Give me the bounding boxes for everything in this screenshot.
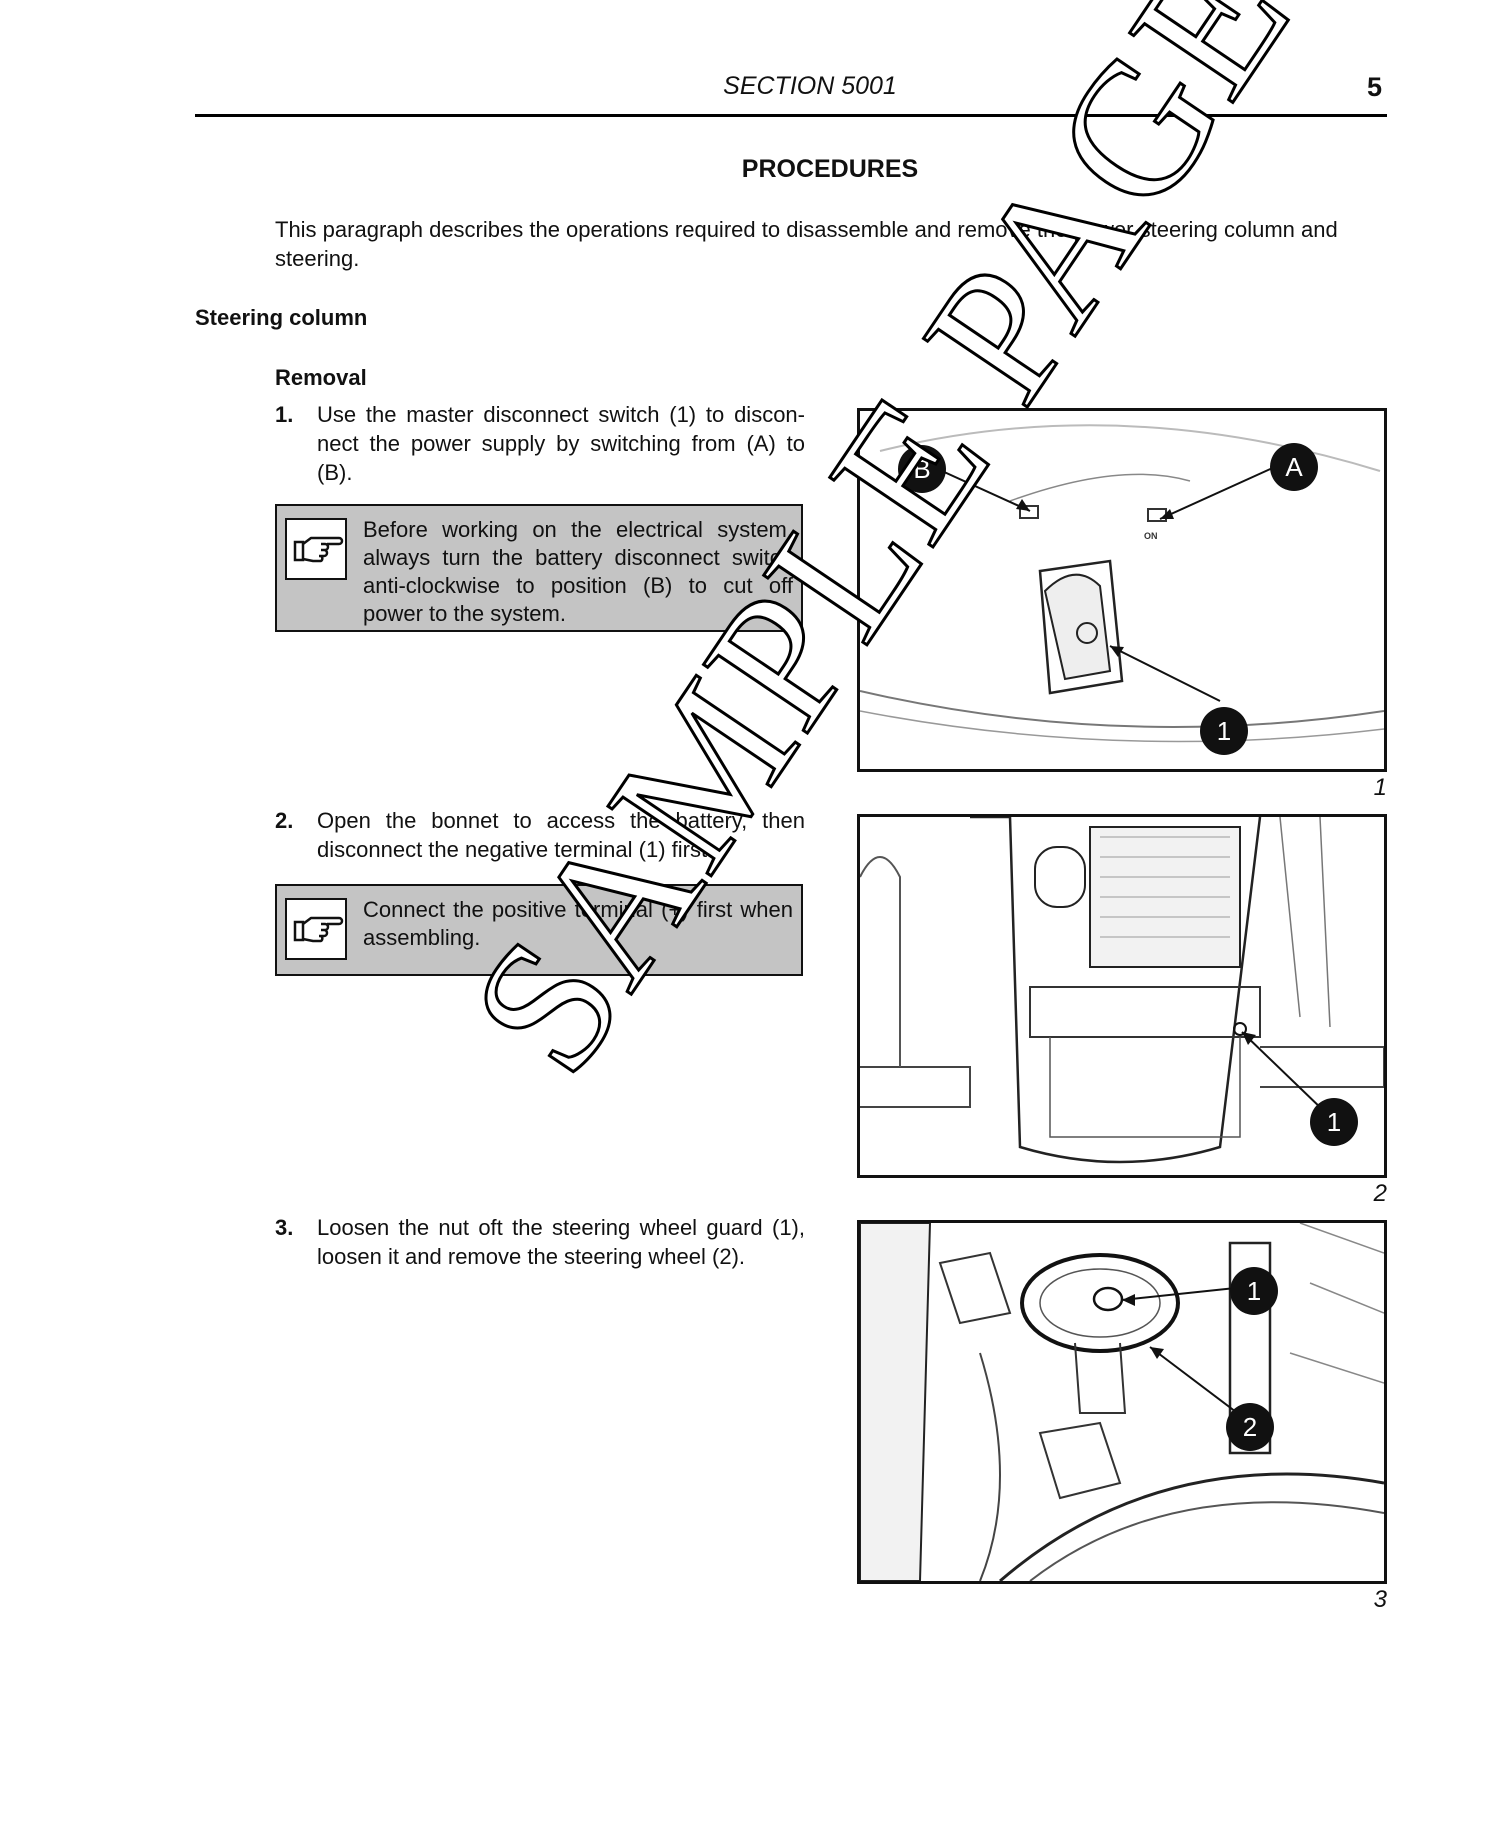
step-3: 3. Loosen the nut oft the steering wheel… bbox=[275, 1213, 805, 1271]
pointing-hand-icon bbox=[285, 518, 347, 580]
note-text: Before working on the electrical system,… bbox=[363, 517, 793, 626]
callout-a: A bbox=[1285, 452, 1303, 482]
step-number: 2. bbox=[275, 808, 294, 833]
section-title: SECTION 5001 bbox=[723, 72, 897, 100]
callout-1: 1 bbox=[1327, 1107, 1341, 1137]
step-text: Loosen the nut oft the steering wheel gu… bbox=[317, 1215, 805, 1269]
header-rule bbox=[195, 114, 1387, 117]
page-title: PROCEDURES bbox=[741, 155, 919, 183]
callout-1: 1 bbox=[1217, 716, 1231, 746]
step-text: Use the master disconnect switch (1) to … bbox=[317, 402, 805, 485]
intro-paragraph: This paragraph describes the operations … bbox=[275, 217, 1338, 271]
step-1: 1. Use the master disconnect switch (1) … bbox=[275, 400, 805, 487]
figure-2-battery: 1 bbox=[857, 814, 1387, 1178]
figure-1-illustration: ON B A 1 bbox=[860, 424, 1384, 755]
step-text: Open the bonnet to access the battery, t… bbox=[317, 808, 805, 862]
figure-1-number: 1 bbox=[1373, 774, 1387, 801]
figure-3-steering-wheel: 1 2 bbox=[857, 1220, 1387, 1584]
note-text: Connect the positive terminal (+) first … bbox=[363, 897, 793, 950]
callout-b: B bbox=[913, 454, 930, 484]
callout-1: 1 bbox=[1247, 1276, 1261, 1306]
subsection-heading: Steering column bbox=[195, 305, 368, 330]
note-box-2: Connect the positive terminal (+) first … bbox=[275, 884, 803, 976]
figure-3-number: 3 bbox=[1373, 1586, 1387, 1613]
figure-3-illustration: 1 2 bbox=[860, 1223, 1384, 1581]
step-2: 2. Open the bonnet to access the battery… bbox=[275, 806, 805, 864]
figure-2-illustration: 1 bbox=[860, 817, 1384, 1164]
figure-2-number: 2 bbox=[1373, 1180, 1387, 1207]
figure-1-disconnect-switch: ON B A 1 bbox=[857, 408, 1387, 772]
note-box-1: Before working on the electrical system,… bbox=[275, 504, 803, 632]
switch-on-label: ON bbox=[1144, 531, 1158, 541]
step-number: 1. bbox=[275, 402, 294, 427]
callout-2: 2 bbox=[1243, 1412, 1257, 1442]
step-number: 3. bbox=[275, 1215, 294, 1240]
pointing-hand-icon bbox=[285, 898, 347, 960]
page-number: 5 bbox=[1366, 72, 1382, 102]
removal-heading: Removal bbox=[275, 365, 367, 390]
